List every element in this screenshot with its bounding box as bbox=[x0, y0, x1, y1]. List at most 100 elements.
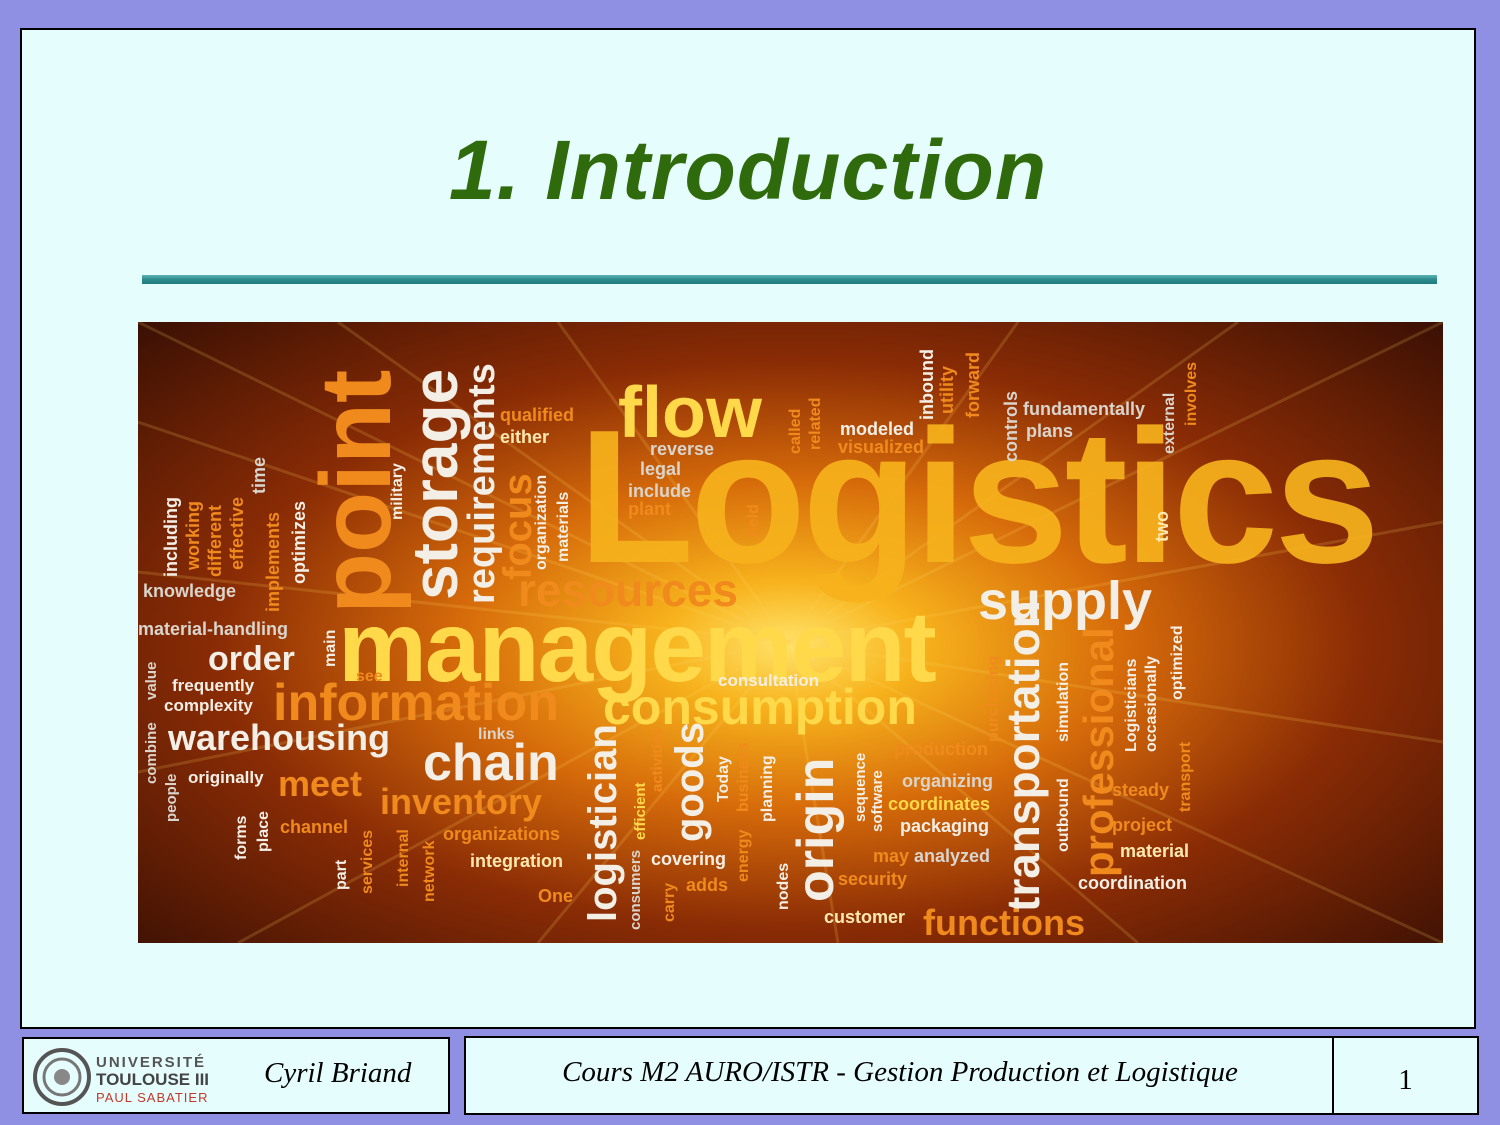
word-links: links bbox=[478, 726, 515, 743]
word-consumers: consumers bbox=[627, 849, 644, 930]
word-transportation: transportation bbox=[997, 600, 1049, 912]
word-inbound: inbound bbox=[917, 349, 937, 420]
word-knowledge: knowledge bbox=[143, 581, 237, 601]
word-project: project bbox=[1112, 815, 1173, 835]
word-fundamentally: fundamentally bbox=[1023, 399, 1146, 419]
word-implements: implements bbox=[263, 511, 283, 612]
word-covering: covering bbox=[651, 849, 727, 869]
word-planning: planning bbox=[759, 755, 776, 822]
word-utility: utility bbox=[937, 366, 957, 414]
word-called: called bbox=[787, 408, 804, 454]
word-occasionally: occasionally bbox=[1143, 655, 1160, 752]
word-logistics: Logistics bbox=[578, 391, 1380, 603]
word-network: network bbox=[421, 840, 438, 902]
word-resources: resources bbox=[518, 564, 738, 616]
word-activities: activities bbox=[649, 727, 666, 792]
word-controls: controls bbox=[1001, 390, 1021, 462]
word-related: related bbox=[807, 397, 824, 450]
word-organizing: organizing bbox=[902, 771, 993, 791]
footer-author-box: UNIVERSITÉ TOULOUSE III PAUL SABATIER Cy… bbox=[22, 1037, 450, 1114]
word-energy: energy bbox=[735, 829, 752, 882]
word-packaging: packaging bbox=[900, 816, 990, 836]
word-may: may bbox=[873, 846, 910, 866]
word-combine: combine bbox=[143, 722, 160, 784]
word-forward: forward bbox=[963, 351, 983, 418]
word-security: security bbox=[838, 869, 908, 889]
footer-page-number: 1 bbox=[1332, 1036, 1479, 1115]
word-plant: plant bbox=[628, 499, 671, 519]
word-including: including bbox=[161, 497, 181, 577]
word-involves: involves bbox=[1183, 361, 1200, 426]
word-visualized: visualized bbox=[838, 437, 925, 457]
word-qualified: qualified bbox=[500, 405, 575, 425]
university-logo: UNIVERSITÉ TOULOUSE III PAUL SABATIER bbox=[33, 1048, 209, 1106]
word-storage: storage bbox=[399, 368, 471, 600]
word-plans: plans bbox=[1026, 421, 1074, 441]
word-forms: forms bbox=[233, 815, 250, 860]
word-material: material bbox=[1120, 841, 1190, 861]
word-logisticians: Logisticians bbox=[1123, 658, 1140, 752]
word-materials: materials bbox=[555, 491, 572, 562]
word-two: two bbox=[1152, 511, 1172, 542]
word-consultation: consultation bbox=[718, 671, 820, 690]
word-adds: adds bbox=[686, 875, 729, 895]
word-military: military bbox=[389, 463, 406, 520]
logistics-word-cloud-image: Logistics management point storage flow … bbox=[138, 322, 1443, 943]
word-part: part bbox=[333, 859, 350, 890]
word-business: business bbox=[735, 742, 752, 812]
word-external: external bbox=[1161, 392, 1178, 454]
word-consumption: consumption bbox=[603, 679, 917, 735]
logo-line3: PAUL SABATIER bbox=[96, 1090, 208, 1105]
word-different: different bbox=[205, 505, 225, 577]
word-time: time bbox=[249, 456, 269, 494]
word-channel: channel bbox=[280, 817, 349, 837]
word-place: place bbox=[255, 811, 272, 852]
word-information: information bbox=[273, 674, 559, 732]
word-legal: legal bbox=[640, 459, 682, 479]
word-outbound: outbound bbox=[1055, 778, 1072, 852]
word-optimizes: optimizes bbox=[289, 500, 309, 584]
word-main: main bbox=[322, 629, 339, 667]
word-origin: origin bbox=[787, 757, 845, 902]
word-complexity: complexity bbox=[164, 696, 253, 715]
word-internal: internal bbox=[395, 829, 412, 887]
word-simulation: simulation bbox=[1055, 661, 1072, 742]
word-value: value bbox=[143, 661, 160, 700]
word-meet: meet bbox=[278, 763, 363, 804]
word-people: people bbox=[163, 773, 180, 822]
word-warehousing: warehousing bbox=[168, 717, 391, 758]
word-nodes: nodes bbox=[775, 862, 792, 910]
word-organizations: organizations bbox=[443, 824, 561, 844]
word-logistician: logistician bbox=[581, 724, 625, 922]
word-software: software bbox=[869, 770, 886, 832]
word-production: production bbox=[894, 739, 988, 759]
logo-line2: TOULOUSE III bbox=[96, 1070, 209, 1089]
word-field: field bbox=[745, 504, 762, 537]
word-purchasing: purchasing bbox=[985, 655, 1002, 742]
logo-line1: UNIVERSITÉ bbox=[96, 1054, 206, 1071]
word-flow: flow bbox=[618, 373, 762, 453]
footer-course-title: Cours M2 AURO/ISTR - Gestion Production … bbox=[464, 1036, 1336, 1115]
word-either: either bbox=[500, 427, 550, 447]
slide: 1. Introduction Logistics management poi… bbox=[20, 28, 1476, 1029]
light-rays bbox=[138, 322, 1443, 943]
word-supply: supply bbox=[978, 571, 1153, 631]
word-coordination: coordination bbox=[1078, 873, 1187, 893]
word-sequence: sequence bbox=[852, 752, 869, 822]
word-transport: transport bbox=[1177, 741, 1194, 812]
footer-author: Cyril Briand bbox=[264, 1057, 412, 1089]
word-services: services bbox=[359, 829, 376, 894]
slide-title: 1. Introduction bbox=[448, 123, 1048, 217]
word-integration: integration bbox=[470, 851, 563, 871]
word-focus: focus bbox=[496, 473, 540, 580]
word-see: see bbox=[356, 668, 383, 685]
word-inventory: inventory bbox=[380, 781, 543, 822]
word-analyzed: analyzed bbox=[914, 846, 991, 866]
word-material-handling: material-handling bbox=[138, 619, 289, 639]
word-include: include bbox=[628, 481, 692, 501]
word-organization: organization bbox=[533, 474, 550, 570]
word-professional: professional bbox=[1075, 627, 1122, 877]
word-order: order bbox=[208, 640, 295, 678]
word-modeled: modeled bbox=[840, 419, 915, 439]
word-customer: customer bbox=[824, 907, 906, 927]
